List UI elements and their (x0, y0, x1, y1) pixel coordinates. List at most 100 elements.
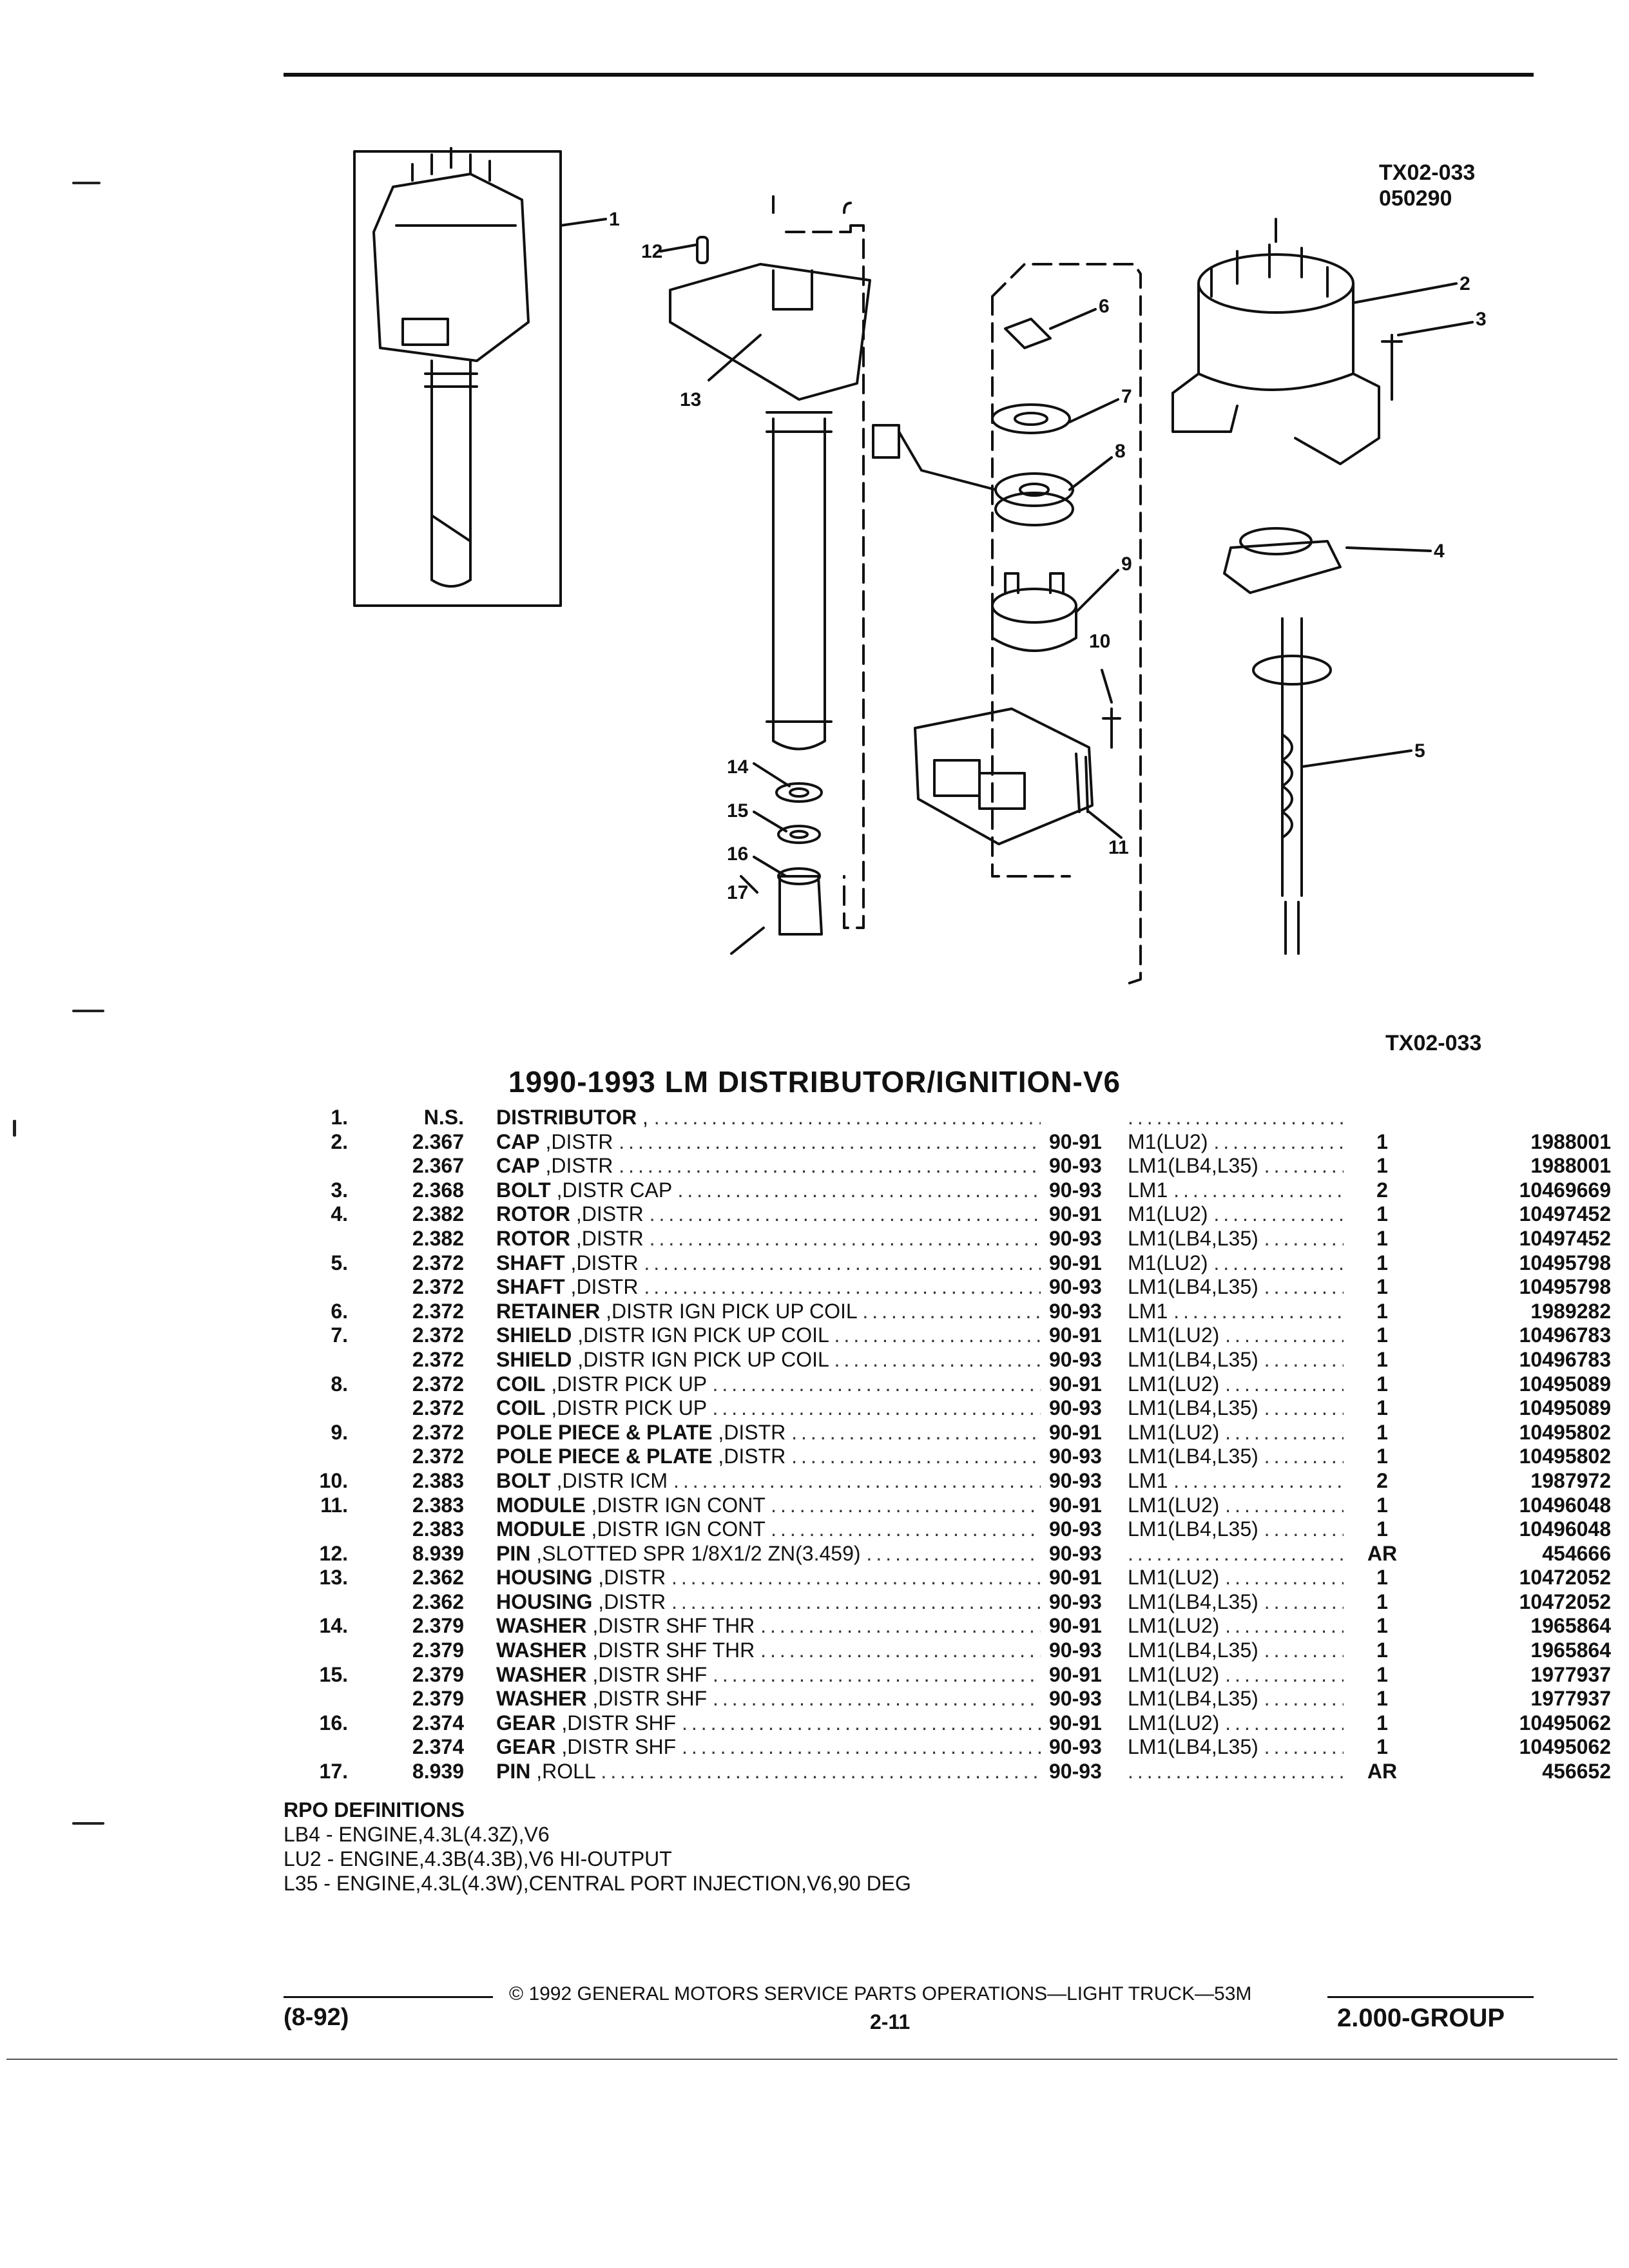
leader-dots: ........................................ (1264, 1275, 1344, 1299)
part-name: SHIELD (496, 1347, 572, 1371)
rpo-definitions: RPO DEFINITIONS LB4 - ENGINE,4.3L(4.3Z),… (284, 1798, 911, 1896)
part-name: PIN (496, 1760, 531, 1783)
model-code-text: LM1(LU2) (1128, 1420, 1220, 1444)
quantity: 1 (1376, 1735, 1388, 1759)
model-code: LM1(LU2) ...............................… (1128, 1323, 1344, 1348)
model-code-text: LM1(LB4,L35) (1128, 1590, 1258, 1613)
model-code: LM1(LB4,L35) ...........................… (1128, 1275, 1344, 1300)
callout-10: 10 (1089, 631, 1110, 652)
part-description: POLE PIECE & PLATE ,DISTR ..............… (496, 1421, 1041, 1445)
leader-dots: ........................................ (1264, 1590, 1344, 1613)
part-detail: ,SLOTTED SPR 1/8X1/2 ZN(3.459) (536, 1541, 861, 1565)
part-name: WASHER (496, 1614, 587, 1638)
model-years: 90-91 (1049, 1711, 1102, 1735)
model-years: 90-93 (1049, 1639, 1102, 1662)
part-number: 1977937 (1530, 1662, 1611, 1686)
model-code-text: LM1(LB4,L35) (1128, 1445, 1258, 1468)
model-code: LM1(LU2) ...............................… (1128, 1566, 1344, 1590)
model-code-text: LM1(LU2) (1128, 1372, 1220, 1396)
part-detail: ,DISTR SHF (592, 1662, 708, 1686)
leader-dots: ........................................ (1225, 1662, 1344, 1686)
item-number: 17. (319, 1760, 348, 1783)
part-description: MODULE ,DISTR IGN CONT .................… (496, 1494, 1041, 1518)
leader-dots: ........................................… (713, 1662, 1041, 1686)
part-number: 10496783 (1519, 1347, 1611, 1371)
callout-7: 7 (1121, 386, 1132, 407)
part-detail: ,DISTR SHF THR (592, 1639, 755, 1662)
leader-dots: ........................................… (760, 1614, 1041, 1638)
part-detail: ,DISTR SHF (561, 1711, 677, 1735)
model-code: LM1 ....................................… (1128, 1300, 1344, 1324)
model-code-text: LM1(LB4,L35) (1128, 1154, 1258, 1178)
leader-dots: ........................................… (653, 1106, 1041, 1129)
model-code-text: LM1(LB4,L35) (1128, 1226, 1258, 1250)
quantity: 1 (1376, 1566, 1388, 1590)
quantity: 1 (1376, 1129, 1388, 1153)
group-number: 2.383 (412, 1493, 464, 1517)
part-detail: ,DISTR (598, 1590, 666, 1613)
part-description: BOLT ,DISTR ICM ........................… (496, 1469, 1041, 1494)
leader-dots: ........................................ (1173, 1468, 1344, 1492)
group-number: 2.362 (412, 1590, 464, 1613)
group-number: 2.372 (412, 1445, 464, 1468)
model-code-text: LM1(LU2) (1128, 1493, 1220, 1517)
part-number: 10496048 (1519, 1517, 1611, 1541)
quantity: 1 (1376, 1347, 1388, 1371)
part-name: RETAINER (496, 1299, 601, 1323)
footer-group: 2.000-GROUP (1337, 2004, 1505, 2032)
model-code: LM1(LU2) ...............................… (1128, 1372, 1344, 1397)
part-detail: ,DISTR (598, 1566, 666, 1590)
part-number: 1977937 (1530, 1687, 1611, 1711)
part-description: PIN ,ROLL ..............................… (496, 1760, 1041, 1784)
leader-dots: ........................................… (866, 1541, 1041, 1565)
model-code-text: LM1(LB4,L35) (1128, 1396, 1258, 1420)
model-code: LM1(LB4,L35) ...........................… (1128, 1735, 1344, 1760)
bottom-rule (6, 2059, 1617, 2060)
group-number: 2.382 (412, 1202, 464, 1226)
part-description: HOUSING ,DISTR .........................… (496, 1566, 1041, 1590)
callout-2: 2 (1460, 273, 1470, 294)
part-description: SHAFT ,DISTR ...........................… (496, 1251, 1041, 1276)
group-number: 2.383 (412, 1468, 464, 1492)
model-years: 90-93 (1049, 1299, 1102, 1323)
quantity: AR (1367, 1760, 1398, 1783)
model-code: LM1 ....................................… (1128, 1178, 1344, 1203)
leader-dots: ........................................… (682, 1711, 1041, 1735)
part-detail: ,DISTR SHF (561, 1735, 677, 1759)
group-number: 2.379 (412, 1662, 464, 1686)
part-detail: ,DISTR PICK UP (551, 1372, 707, 1396)
part-number: 10472052 (1519, 1590, 1611, 1613)
group-number: 2.374 (412, 1735, 464, 1759)
item-number: 9. (331, 1420, 348, 1444)
part-name: COIL (496, 1372, 546, 1396)
model-code-text: M1(LU2) (1128, 1251, 1208, 1274)
model-years: 90-91 (1049, 1251, 1102, 1274)
part-number: 10495798 (1519, 1251, 1611, 1274)
leader-dots: ........................................ (1264, 1517, 1344, 1541)
group-number: 2.367 (412, 1129, 464, 1153)
part-name: CAP (496, 1129, 540, 1153)
model-years: 90-91 (1049, 1323, 1102, 1347)
item-number: 12. (319, 1541, 348, 1565)
part-name: WASHER (496, 1639, 587, 1662)
model-years: 90-93 (1049, 1517, 1102, 1541)
model-code: LM1(LU2) ...............................… (1128, 1421, 1344, 1445)
part-name: POLE PIECE & PLATE (496, 1420, 713, 1444)
part-name: SHAFT (496, 1275, 565, 1299)
leader-dots: ........................................ (1128, 1760, 1344, 1783)
leader-dots: ........................................ (1225, 1372, 1344, 1396)
leader-dots: ........................................… (834, 1323, 1041, 1347)
group-number: 2.372 (412, 1396, 464, 1420)
model-code: LM1(LB4,L35) ...........................… (1128, 1348, 1344, 1372)
callout-9: 9 (1121, 553, 1132, 575)
part-detail: ,DISTR (545, 1154, 613, 1178)
part-number: 1965864 (1530, 1614, 1611, 1638)
part-detail: ,DISTR ICM (556, 1468, 668, 1492)
part-detail: ,DISTR IGN PICK UP COIL (606, 1299, 857, 1323)
model-years: 90-93 (1049, 1735, 1102, 1759)
part-name: WASHER (496, 1662, 587, 1686)
part-detail: ,DISTR (575, 1202, 644, 1226)
leader-dots: ........................................… (619, 1154, 1041, 1178)
part-detail: ,ROLL (536, 1760, 595, 1783)
group-number: 2.362 (412, 1566, 464, 1590)
